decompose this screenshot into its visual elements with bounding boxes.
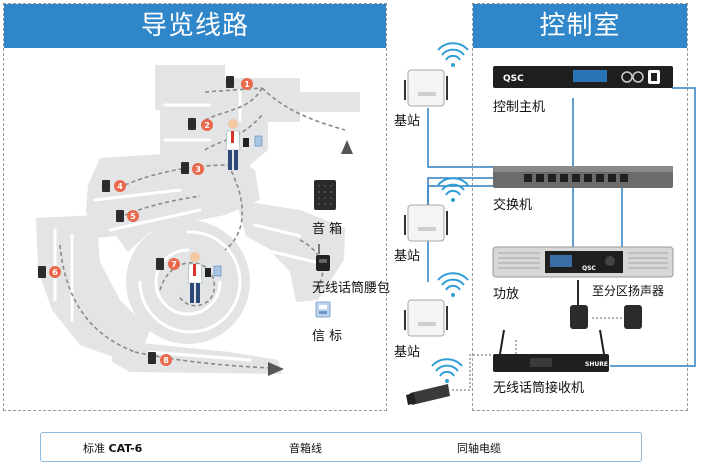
zone-markers xyxy=(49,78,253,366)
zone-marker-5 xyxy=(127,210,139,222)
zone-label-2: 2 xyxy=(204,121,210,130)
zone-speakers-label: 至分区扬声器 xyxy=(592,284,665,298)
control-host-icon: QSC xyxy=(493,66,673,88)
floor-speakers xyxy=(38,76,234,364)
tour-guide-icon-1 xyxy=(225,119,263,170)
path-end-arrow-top xyxy=(341,140,353,154)
path-end-arrow-bottom xyxy=(268,362,284,376)
beacon-legend-icon xyxy=(315,301,331,318)
base-station-icon-2 xyxy=(404,177,469,242)
control-room-title: 控制室 xyxy=(473,4,687,48)
beltpack-legend-label: 无线话筒腰包 xyxy=(312,281,391,296)
zone-marker-3 xyxy=(192,163,204,175)
zone-label-5: 5 xyxy=(130,212,136,221)
speaker-legend-icon xyxy=(314,180,336,210)
beacon-legend-label: 信 标 xyxy=(312,329,343,344)
zone-label-7: 7 xyxy=(171,260,177,269)
control-host-label: 控制主机 xyxy=(493,100,546,115)
zone-labels: 1 2 3 4 5 6 7 8 xyxy=(52,80,250,365)
amplifier-icon: QSC xyxy=(492,246,674,278)
zone-marker-1 xyxy=(241,78,253,90)
zone-speaker-icon-left xyxy=(570,305,588,329)
zone-label-1: 1 xyxy=(244,80,250,89)
zone-marker-2 xyxy=(201,119,213,131)
zone-speaker-icon-right xyxy=(624,305,642,329)
coax-legend-label: 同轴电缆 xyxy=(457,442,501,455)
base-station-label-2: 基站 xyxy=(394,249,421,264)
base-station-label-3: 基站 xyxy=(394,345,421,360)
zone-label-8: 8 xyxy=(163,356,169,365)
tour-guide-icon-2 xyxy=(187,252,222,303)
base-station-icon-1 xyxy=(404,42,469,107)
zone-marker-8 xyxy=(160,354,172,366)
amp-brand: QSC xyxy=(582,265,596,272)
beltpack-legend-icon xyxy=(316,244,330,271)
cat6-connections xyxy=(427,87,696,367)
receiver-label: 无线话筒接收机 xyxy=(493,381,585,396)
zone-marker-6 xyxy=(49,266,61,278)
base-station-icon-3 xyxy=(404,272,469,337)
network-switch-icon xyxy=(493,166,673,188)
switch-label: 交换机 xyxy=(493,198,533,213)
receiver-brand: SHURE xyxy=(585,361,608,368)
zone-label-4: 4 xyxy=(117,182,123,191)
zone-marker-4 xyxy=(114,180,126,192)
paddle-antenna-icon xyxy=(406,358,463,405)
speaker-legend-label: 音 箱 xyxy=(312,222,343,237)
cable-legend: 标准 CAT-6 音箱线 同轴电缆 xyxy=(40,432,642,462)
coax-cables xyxy=(452,317,624,391)
zone-label-6: 6 xyxy=(52,268,58,277)
host-brand: QSC xyxy=(503,74,524,84)
amplifier-label: 功放 xyxy=(493,287,520,302)
cat6-legend-label: 标准 CAT-6 xyxy=(83,442,143,455)
floor-walls xyxy=(53,88,317,362)
speaker-cable-legend-label: 音箱线 xyxy=(289,442,322,455)
zone-speaker-icons xyxy=(570,305,642,329)
wireless-receiver-icon: SHURE xyxy=(493,329,609,372)
tour-route-title: 导览线路 xyxy=(4,4,386,48)
zone-marker-7 xyxy=(168,258,180,270)
base-station-label-1: 基站 xyxy=(394,114,421,129)
zone-label-3: 3 xyxy=(195,165,201,174)
